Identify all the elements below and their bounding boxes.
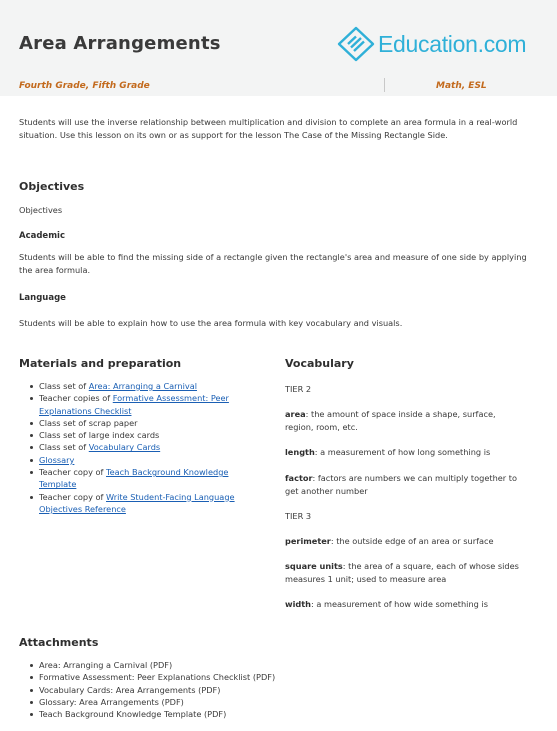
attachments-list: Area: Arranging a Carnival (PDF) Formati… [28,659,428,720]
attachments-heading: Attachments [19,636,99,649]
list-item: Class set of Area: Arranging a Carnival [28,380,278,392]
material-link-glossary[interactable]: Glossary [39,454,75,465]
education-com-logo[interactable]: Education.com [336,26,527,62]
materials-list: Class set of Area: Arranging a Carnival … [28,380,278,515]
list-item[interactable]: Formative Assessment: Peer Explanations … [28,671,428,683]
vocabulary-heading: Vocabulary [285,357,354,370]
vocab-area: area: the amount of space inside a shape… [285,409,496,432]
academic-text: Students will be able to find the missin… [19,252,527,275]
intro-paragraph: Students will use the inverse relationsh… [19,117,518,140]
vocab-factor: factor: factors are numbers we can multi… [285,473,517,496]
language-text: Students will be able to explain how to … [19,318,403,328]
list-item: Class set of scrap paper [28,417,278,429]
grade-levels: Fourth Grade, Fifth Grade [19,81,150,91]
page-title: Area Arrangements [19,33,221,54]
vocab-width: width: a measurement of how wide somethi… [285,599,488,609]
list-item: Class set of Vocabulary Cards [28,441,278,453]
list-item[interactable]: Glossary: Area Arrangements (PDF) [28,696,428,708]
vocab-square-units: square units: the area of a square, each… [285,561,519,584]
vocab-length: length: a measurement of how long someth… [285,447,491,457]
language-heading: Language [19,293,66,303]
list-item: Teacher copy of Write Student-Facing Lan… [28,491,278,516]
grade-subject-bar: Fourth Grade, Fifth Grade Math, ESL [0,73,557,96]
list-item: Class set of large index cards [28,429,278,441]
logo-text: Education.com [378,30,527,57]
list-item[interactable]: Area: Arranging a Carnival (PDF) [28,659,428,671]
material-link-arranging-carnival[interactable]: Area: Arranging a Carnival [88,381,198,391]
vocab-perimeter: perimeter: the outside edge of an area o… [285,536,494,546]
header-band [0,0,557,96]
objectives-subtext: Objectives [19,205,63,215]
subject-tags: Math, ESL [436,81,487,91]
material-link-vocabulary-cards[interactable]: Vocabulary Cards [88,442,161,453]
list-item[interactable]: Teach Background Knowledge Template (PDF… [28,708,428,720]
divider [384,78,385,92]
tier-3-label: TIER 3 [285,511,312,521]
list-item: Teacher copy of Teach Background Knowled… [28,466,278,491]
materials-heading: Materials and preparation [19,357,182,370]
objectives-heading: Objectives [19,180,85,193]
list-item[interactable]: Vocabulary Cards: Area Arrangements (PDF… [28,684,428,696]
logo-diamond-icon [337,26,375,62]
list-item: Teacher copies of Formative Assessment: … [28,392,278,417]
academic-heading: Academic [19,231,66,241]
list-item: Glossary [28,454,278,466]
tier-2-label: TIER 2 [285,384,312,394]
